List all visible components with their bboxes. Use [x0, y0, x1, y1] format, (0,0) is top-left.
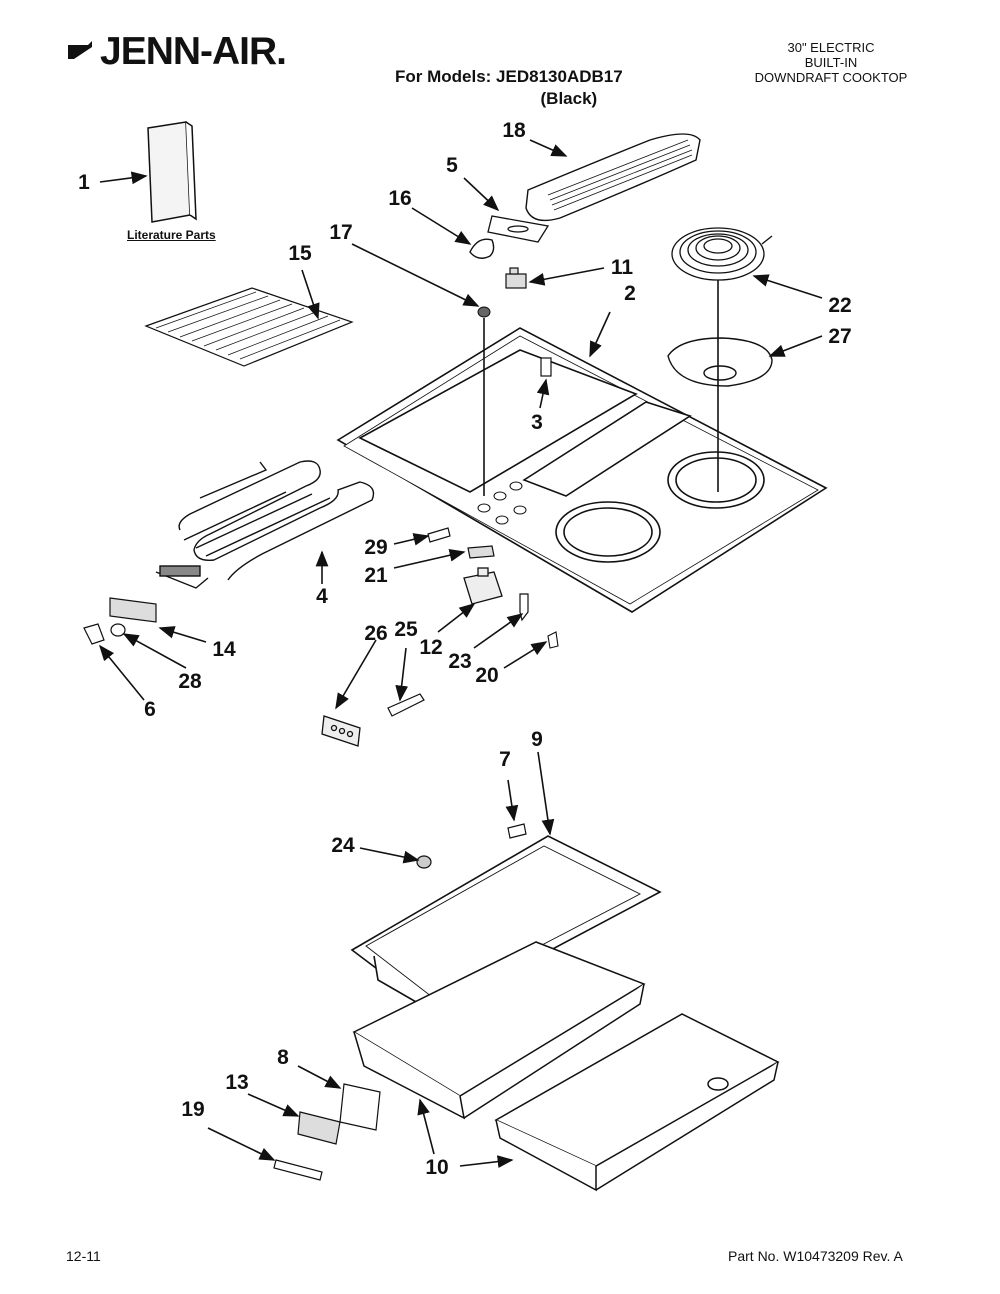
knob-spring-part [477, 306, 491, 318]
bracket-clip-part [83, 623, 105, 645]
jenn-air-logo-icon [68, 41, 92, 59]
callout-9: 9 [531, 728, 543, 751]
grommet-part [416, 855, 432, 869]
callout-3: 3 [531, 411, 543, 434]
control-board-part [339, 1083, 381, 1131]
callout-13: 13 [225, 1071, 249, 1094]
description-line-2: BUILT-IN [804, 55, 858, 70]
callout-17: 17 [329, 221, 353, 244]
screw-7-part [507, 823, 527, 839]
literature-booklet-part [147, 121, 197, 223]
description-line-3: DOWNDRAFT COOKTOP [754, 70, 908, 85]
callout-7: 7 [499, 748, 511, 771]
control-knob-part [469, 238, 495, 259]
color-line: (Black) [540, 89, 598, 108]
infinite-switch-part [109, 597, 157, 623]
callout-22: 22 [828, 294, 852, 317]
downdraft-grille-part [525, 133, 701, 222]
screw-part [540, 357, 552, 377]
callout-15: 15 [288, 242, 312, 265]
product-description: 30" ELECTRIC BUILT-IN DOWNDRAFT COOKTOP [736, 40, 926, 85]
grill-grate-part [144, 287, 354, 367]
callout-28: 28 [178, 670, 202, 693]
lower-housing-part [352, 941, 780, 1192]
control-trim-plate-part [487, 215, 550, 243]
description-line-1: 30" ELECTRIC [787, 40, 875, 55]
downdraft-pan-part [350, 835, 662, 1013]
models-heading: For Models: JED8130ADB17 (Black) [395, 66, 623, 110]
label-plate-part [467, 545, 495, 559]
callout-2: 2 [624, 282, 636, 305]
leader-arrows [98, 139, 823, 1169]
callout-26: 26 [364, 622, 388, 645]
callout-6: 6 [144, 698, 156, 721]
brand-logo: JENN-AIR. [66, 30, 287, 74]
callout-25: 25 [394, 618, 418, 641]
callout-16: 16 [388, 187, 412, 210]
callout-1: 1 [78, 171, 90, 194]
callout-14: 14 [212, 638, 236, 661]
callout-4: 4 [316, 585, 328, 608]
screw-29-part [427, 527, 451, 543]
brand-name: JENN-AIR. [100, 30, 287, 73]
part-number: Part No. W10473209 Rev. A [728, 1248, 903, 1264]
callout-12: 12 [419, 636, 443, 659]
switch-bracket-part [387, 693, 425, 717]
switch-part [505, 267, 527, 289]
callout-21: 21 [364, 564, 388, 587]
coil-surface-element-part [671, 227, 773, 281]
literature-parts-label: Literature Parts [127, 228, 216, 242]
callout-23: 23 [448, 650, 472, 673]
callout-24: 24 [331, 834, 355, 857]
drip-bowl-part [667, 337, 773, 387]
terminal-block-part [463, 567, 503, 605]
indicator-light-part [519, 593, 529, 622]
callout-10: 10 [425, 1156, 449, 1179]
cooktop-main-top-part [336, 327, 828, 613]
switch-nut-part [110, 623, 126, 637]
callout-19: 19 [181, 1098, 205, 1121]
terminal-part [547, 631, 559, 649]
callout-11: 11 [610, 256, 634, 279]
callout-8: 8 [277, 1046, 289, 1069]
callout-27: 27 [828, 325, 852, 348]
callout-18: 18 [502, 119, 526, 142]
receptacle-plate-part [321, 715, 361, 747]
callout-5: 5 [446, 154, 458, 177]
callout-29: 29 [364, 536, 388, 559]
models-line: For Models: JED8130ADB17 [395, 67, 623, 86]
bracket-19-part [273, 1159, 323, 1181]
grill-heating-element-part [155, 460, 375, 589]
callout-20: 20 [475, 664, 499, 687]
revision-date: 12-11 [66, 1248, 101, 1264]
relay-module-part [297, 1111, 341, 1145]
